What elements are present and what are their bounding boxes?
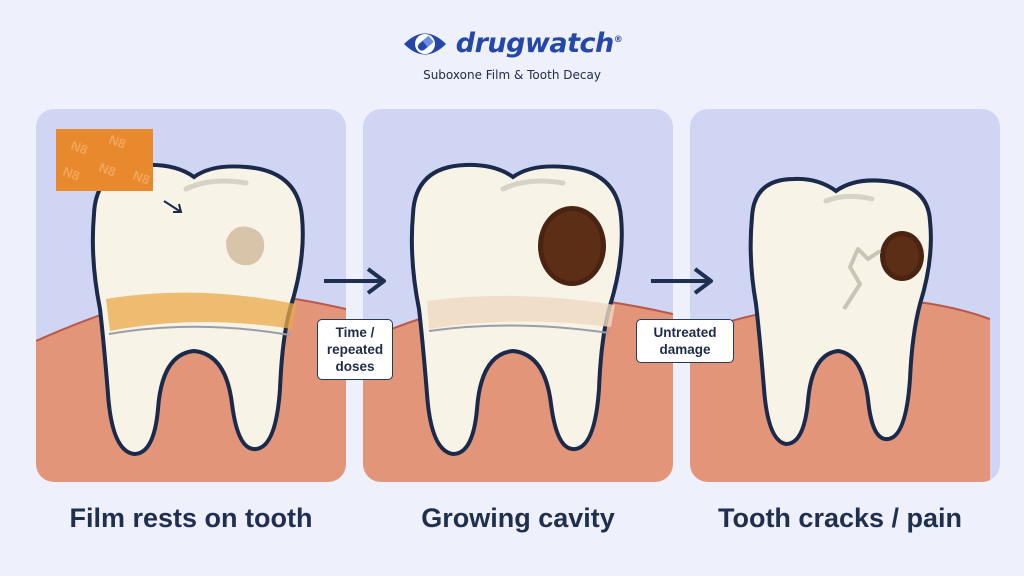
- tooth-illustration-3: [690, 176, 990, 482]
- caption-panel-3: Tooth cracks / pain: [717, 503, 963, 533]
- eye-pill-logo-icon: [403, 33, 446, 54]
- suboxone-film-strip: N8 N8 N8 N8 N8: [56, 129, 153, 191]
- svg-text:N8: N8: [131, 168, 152, 188]
- caption-panel-2: Growing cavity: [421, 503, 615, 533]
- svg-text:N8: N8: [61, 164, 82, 184]
- svg-text:N8: N8: [97, 160, 118, 180]
- brand-logo: drugwatch®: [402, 28, 623, 59]
- brand-name: drugwatch®: [455, 28, 623, 59]
- svg-text:N8: N8: [107, 132, 128, 152]
- right-arrow-icon: [651, 267, 713, 295]
- header: drugwatch® Suboxone Film & Tooth Decay: [0, 28, 1024, 82]
- panel-film-rests: N8 N8 N8 N8 N8: [36, 109, 346, 482]
- panel-cracks-pain: [690, 109, 1000, 482]
- tooth-illustration-2: [363, 162, 673, 482]
- caption-panel-1: Film rests on tooth: [69, 503, 313, 533]
- transition-label-untreated: Untreated damage: [636, 319, 734, 363]
- film-dissolving-band: [106, 292, 296, 331]
- transition-label-time: Time / repeated doses: [317, 319, 393, 380]
- page-subtitle: Suboxone Film & Tooth Decay: [423, 67, 601, 82]
- tooth-illustration-1: N8 N8 N8 N8 N8: [36, 129, 346, 482]
- right-arrow-icon: [324, 267, 386, 295]
- svg-text:N8: N8: [69, 138, 90, 158]
- tooth-crack: [842, 247, 882, 311]
- decay-spot-small: [226, 226, 265, 266]
- panel-growing-cavity: [363, 109, 673, 482]
